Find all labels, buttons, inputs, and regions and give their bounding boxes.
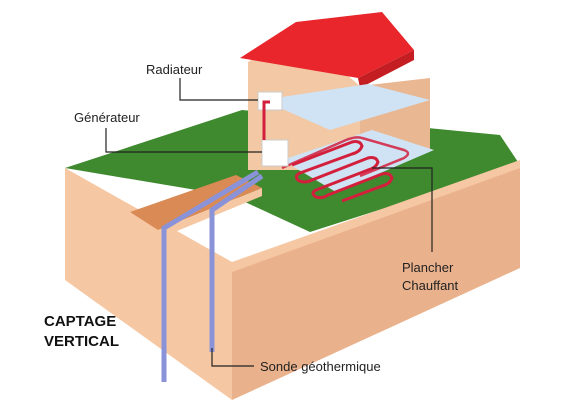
generator-unit: [261, 139, 289, 167]
radiator-pipe: [262, 100, 270, 140]
soil-side-face: [232, 165, 520, 400]
geothermal-probe-left: [161, 169, 260, 382]
soil-top-strip: [65, 160, 520, 272]
label-captage-line1: CAPTAGE: [44, 313, 116, 330]
soil-front-face: [65, 168, 232, 400]
floor-heating-pipe-2: [281, 136, 410, 178]
label-captage-line2: VERTICAL: [44, 333, 119, 350]
radiateur-leader: [179, 78, 258, 101]
label-sonde: Sonde géothermique: [260, 359, 381, 374]
geothermal-probe-right: [209, 173, 264, 352]
label-radiateur: Radiateur: [146, 62, 203, 77]
generateur-leader: [105, 128, 262, 153]
upper-floor-panel: [262, 84, 430, 130]
sonde-leader: [211, 348, 254, 367]
label-plancher-line2: Chauffant: [402, 278, 459, 293]
label-generateur: Générateur: [74, 110, 140, 125]
roof-edge: [358, 50, 414, 88]
plancher-leader: [372, 167, 433, 252]
floor-heating-pipe: [291, 140, 394, 203]
roof-top: [240, 12, 414, 78]
label-plancher-line1: Plancher: [402, 260, 454, 275]
